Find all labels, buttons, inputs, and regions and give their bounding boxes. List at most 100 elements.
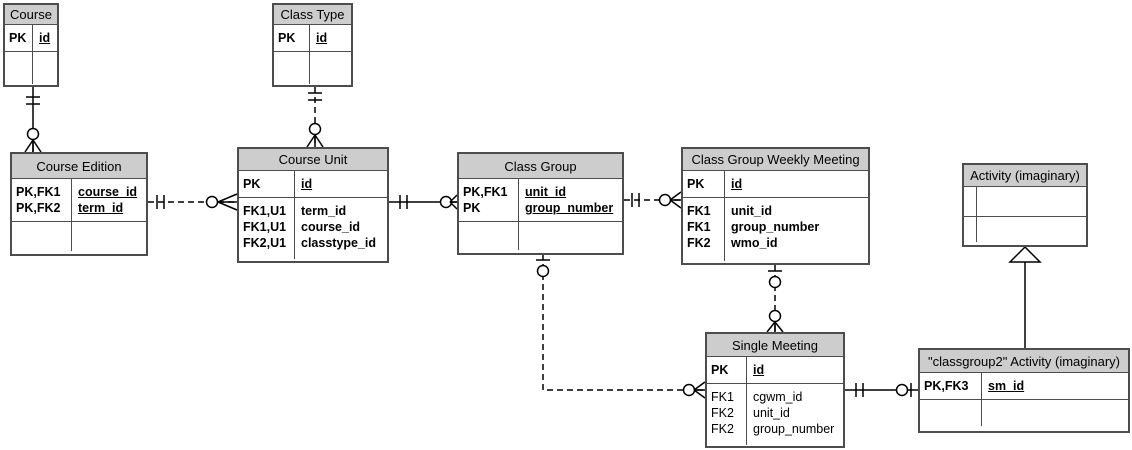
- relationship-course-course-edition[interactable]: [24, 87, 42, 153]
- attr-cell: id: [301, 177, 313, 191]
- key-cell: FK1: [711, 390, 734, 404]
- attr-cell: group_number: [525, 201, 614, 215]
- key-section: PK id: [707, 357, 843, 383]
- key-section: PK id: [5, 25, 57, 51]
- empty-section: [274, 51, 351, 84]
- zero-or-one-icon: [536, 259, 550, 278]
- key-cell: PK: [9, 31, 27, 45]
- one-and-only-one-icon: [399, 195, 408, 209]
- attr-cell: cgwm_id: [753, 390, 803, 404]
- key-cell: PK,FK1: [16, 185, 61, 199]
- key-section: PK,FK1 PK unit_id group_number: [459, 179, 622, 221]
- zero-or-many-icon: [24, 127, 42, 153]
- entity-title: Class Group Weekly Meeting: [683, 149, 868, 171]
- key-cell: FK2: [711, 406, 734, 420]
- relationship-courseunit-classgroup[interactable]: [389, 194, 458, 210]
- entity-title: Class Type: [274, 5, 351, 25]
- attr-section: FK1 FK2 FK2 cgwm_id unit_id group_number: [707, 383, 843, 445]
- attr-cell: term_id: [301, 204, 347, 218]
- empty-section: [12, 221, 146, 251]
- key-cell: PK: [687, 177, 705, 191]
- entity-title: Class Group: [459, 154, 622, 179]
- one-and-only-one-icon: [631, 193, 640, 207]
- zero-or-many-icon: [766, 309, 784, 333]
- attr-cell: id: [753, 363, 765, 377]
- attr-cell: id: [731, 177, 743, 191]
- empty-section: [964, 187, 1086, 216]
- entity-single-meeting[interactable]: Single Meeting PK id FK1 FK2 FK2 cgwm_id…: [705, 332, 845, 448]
- attr-cell: id: [316, 31, 328, 45]
- attr-cell: unit_id: [753, 406, 790, 420]
- attr-section: FK1,U1 FK1,U1 FK2,U1 term_id course_id c…: [239, 197, 387, 259]
- entity-class-type[interactable]: Class Type PK id: [272, 3, 353, 87]
- attr-section: FK1 FK1 FK2 unit_id group_number wmo_id: [683, 197, 868, 261]
- key-cell: FK2: [711, 422, 734, 436]
- zero-or-many-icon: [682, 381, 706, 399]
- attr-cell: unit_id: [731, 204, 772, 218]
- key-cell: PK: [711, 363, 729, 377]
- zero-or-many-icon: [306, 122, 324, 148]
- key-cell: PK,FK2: [16, 201, 61, 215]
- zero-or-many-icon: [205, 193, 238, 211]
- entity-course-unit[interactable]: Course Unit PK id FK1,U1 FK1,U1 FK2,U1 t…: [237, 147, 389, 263]
- key-section: PK,FK3 sm_id: [920, 373, 1128, 399]
- entity-classgroup2-activity-imaginary[interactable]: "classgroup2" Activity (imaginary) PK,FK…: [918, 348, 1130, 433]
- empty-section: [920, 399, 1128, 426]
- attr-cell: course_id: [301, 220, 361, 234]
- relationship-classgroup-singlemeeting[interactable]: [536, 254, 706, 399]
- zero-or-one-icon: [895, 383, 912, 397]
- relationship-courseedition-courseunit[interactable]: [148, 193, 238, 211]
- relationship-classgroup-cgwm[interactable]: [624, 191, 682, 209]
- empty-section: [5, 51, 57, 84]
- entity-title: Course Unit: [239, 149, 387, 171]
- zero-or-one-icon: [768, 270, 782, 289]
- entity-title: Course Edition: [12, 154, 146, 179]
- inheritance-triangle-icon: [1008, 245, 1042, 263]
- attr-cell: wmo_id: [731, 236, 778, 250]
- entity-title: Single Meeting: [707, 334, 843, 357]
- key-cell: FK1,U1: [243, 220, 287, 234]
- key-section: PK id: [239, 171, 387, 197]
- key-cell: FK2: [687, 236, 711, 250]
- key-section: PK id: [274, 25, 351, 51]
- entity-course[interactable]: Course PK id: [3, 3, 59, 87]
- entity-activity-imaginary[interactable]: Activity (imaginary): [962, 163, 1088, 247]
- one-and-only-one-icon: [308, 92, 322, 101]
- entity-class-group[interactable]: Class Group PK,FK1 PK unit_id group_numb…: [457, 152, 624, 255]
- attr-cell: id: [39, 31, 51, 45]
- key-cell: FK1: [687, 220, 711, 234]
- one-and-only-one-icon: [156, 195, 165, 209]
- zero-or-many-icon: [658, 191, 682, 209]
- key-cell: FK2,U1: [243, 236, 287, 250]
- entity-class-group-weekly-meeting[interactable]: Class Group Weekly Meeting PK id FK1 FK1…: [681, 147, 870, 265]
- one-and-only-one-icon: [855, 383, 864, 397]
- relationship-classtype-courseunit[interactable]: [306, 87, 324, 148]
- entity-title: Course: [5, 5, 57, 25]
- attr-cell: unit_id: [525, 185, 566, 199]
- one-and-only-one-icon: [26, 96, 40, 105]
- key-section: PK,FK1 PK,FK2 course_id term_id: [12, 179, 146, 221]
- attr-cell: term_id: [78, 201, 124, 215]
- entity-title: Activity (imaginary): [964, 165, 1086, 187]
- key-cell: PK,FK3: [924, 379, 969, 393]
- attr-cell: course_id: [78, 185, 138, 199]
- entity-title: "classgroup2" Activity (imaginary): [920, 350, 1128, 373]
- relationship-singlemeeting-classgroup2[interactable]: [845, 383, 918, 397]
- empty-section: [459, 221, 622, 250]
- relationship-cgwm-singlemeeting[interactable]: [766, 265, 784, 333]
- zero-or-many-icon: [439, 194, 458, 210]
- attr-cell: classtype_id: [301, 236, 377, 250]
- generalization-classgroup2-activity[interactable]: [1008, 245, 1042, 348]
- key-cell: PK: [463, 201, 481, 215]
- empty-section: [964, 216, 1086, 242]
- attr-cell: sm_id: [988, 379, 1025, 393]
- attr-cell: group_number: [731, 220, 820, 234]
- key-section: PK id: [683, 171, 868, 197]
- key-cell: PK,FK1: [463, 185, 508, 199]
- attr-cell: group_number: [753, 422, 835, 436]
- key-cell: FK1: [687, 204, 711, 218]
- key-cell: PK: [278, 31, 296, 45]
- entity-course-edition[interactable]: Course Edition PK,FK1 PK,FK2 course_id t…: [10, 152, 148, 256]
